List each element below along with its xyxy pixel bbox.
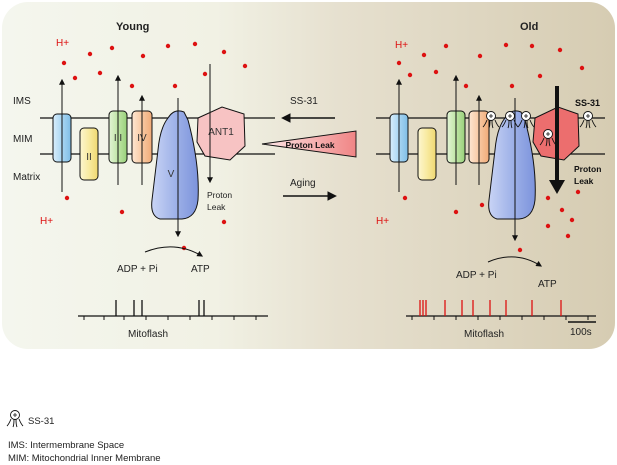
proton-leak-wedge: [261, 130, 357, 158]
ss31-center-label: SS-31: [290, 96, 318, 107]
aging-label: Aging: [290, 178, 316, 189]
complex-ii-label-young: II: [86, 152, 92, 163]
ss31-molecules-old: [482, 111, 597, 147]
complex-v-label-young: V: [168, 169, 175, 180]
atp-synthesis-arrow-old: [487, 256, 543, 267]
h-plus-bottom-old: H+: [376, 216, 389, 227]
pump-arrows-old: [396, 74, 518, 242]
mitoflash-label-young: Mitoflash: [128, 329, 168, 340]
proton-leak-label-young-line1: Proton: [207, 190, 232, 200]
ss31-legend-icon: [6, 410, 24, 428]
mim-definition: MIM: Mitochondrial Inner Membrane: [8, 453, 161, 464]
adp-label-old: ADP + Pi: [456, 270, 497, 281]
proton-leak-label-old-line2: Leak: [574, 176, 594, 186]
mim-label: MIM: [13, 134, 32, 145]
complex-v-old: [488, 110, 536, 220]
h-plus-top-young: H+: [56, 38, 69, 49]
ims-definition: IMS: Intermembrane Space: [8, 440, 124, 451]
pump-arrows-young: [59, 64, 213, 238]
atp-synthesis-arrow-young: [144, 246, 204, 257]
atp-label-old: ATP: [538, 279, 557, 290]
ant1-label-young: ANT1: [208, 127, 234, 138]
scale-label-old: 100s: [570, 327, 592, 338]
complex-v-young: [151, 110, 199, 220]
old-panel: Old H+ H+: [376, 21, 605, 340]
proton-leak-center-label: Proton Leak: [285, 140, 334, 150]
complex-ii-old: [417, 127, 437, 181]
mitoflash-events-old: [419, 300, 562, 316]
proton-leak-label-old-line1: Proton: [574, 164, 601, 174]
young-title: Young: [116, 21, 149, 33]
matrix-label: Matrix: [13, 172, 40, 183]
legend: SS-31 IMS: Intermembrane Space MIM: Mito…: [6, 410, 161, 464]
adp-label-young: ADP + Pi: [117, 264, 158, 275]
mitoflash-events-young: [115, 300, 205, 316]
ss31-old-label: SS-31: [575, 98, 600, 108]
mitoflash-ticks-old: [411, 316, 589, 320]
h-plus-bottom-young: H+: [40, 216, 53, 227]
mitoflash-label-old: Mitoflash: [464, 329, 504, 340]
proton-dots-old: [396, 42, 585, 253]
mitoflash-ticks-young: [83, 316, 257, 320]
background-panel: [2, 2, 615, 349]
old-title: Old: [520, 21, 538, 33]
complex-ii-young: [79, 127, 99, 181]
proton-leak-big-arrowhead: [549, 180, 565, 194]
young-panel: Young IMS MIM Matrix H+ H+ I II III IV: [13, 21, 275, 340]
ss31-legend-label: SS-31: [28, 416, 54, 427]
atp-label-young: ATP: [191, 264, 210, 275]
proton-dots-young: [61, 41, 248, 251]
h-plus-top-old: H+: [395, 40, 408, 51]
ims-label: IMS: [13, 96, 31, 107]
center-comparison: SS-31 Proton Leak Aging: [261, 96, 357, 201]
ant1-young: [196, 106, 246, 161]
proton-leak-label-young-line2: Leak: [207, 202, 226, 212]
